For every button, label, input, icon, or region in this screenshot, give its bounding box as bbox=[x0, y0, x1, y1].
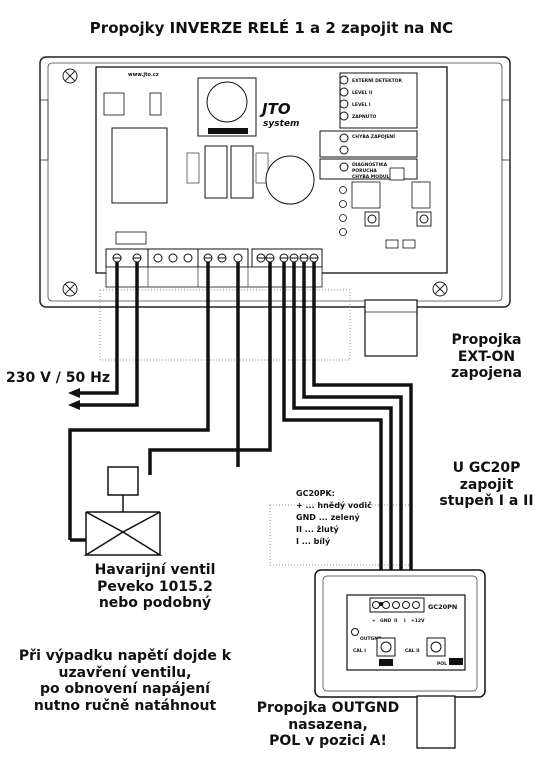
detector-terminal-block bbox=[251, 248, 323, 268]
svg-text:CAL II: CAL II bbox=[405, 648, 420, 654]
website-label: www.jto.cz bbox=[128, 72, 159, 78]
title: Propojky INVERZE RELÉ 1 a 2 zapojit na N… bbox=[89, 19, 454, 37]
svg-text:POL: POL bbox=[437, 661, 447, 667]
sensor-label: GC20PN bbox=[428, 603, 457, 611]
emergency-valve bbox=[70, 466, 163, 556]
wires bbox=[68, 262, 413, 602]
svg-text:+12V: +12V bbox=[411, 618, 425, 624]
svg-text:JTO: JTO bbox=[259, 100, 291, 118]
gc20pk-legend: GC20PK: + ... hnědý vodič GND ... zelený… bbox=[296, 489, 372, 546]
svg-text:GND: GND bbox=[380, 618, 391, 624]
svg-text:I: I bbox=[404, 618, 406, 624]
svg-text:system: system bbox=[263, 119, 299, 129]
svg-text:PORUCHA: PORUCHA bbox=[352, 168, 377, 174]
svg-text:CAL I: CAL I bbox=[353, 648, 366, 654]
gc20pn-sensor: GC20PN + GND II I +12V OUTGND CAL I CAL … bbox=[314, 569, 486, 749]
svg-text:LEVEL I: LEVEL I bbox=[352, 102, 371, 108]
svg-text:LEVEL II: LEVEL II bbox=[352, 90, 373, 96]
power-label: 230 V / 50 Hz bbox=[6, 370, 111, 386]
svg-text:OUTGND: OUTGND bbox=[360, 636, 382, 642]
svg-text:ZAPNUTO: ZAPNUTO bbox=[352, 114, 377, 120]
svg-text:CHYBA MODULU: CHYBA MODULU bbox=[352, 174, 393, 180]
svg-text:+: + bbox=[372, 618, 376, 624]
svg-text:EXTERNÍ DETEKTOR: EXTERNÍ DETEKTOR bbox=[352, 76, 402, 84]
svg-text:CHYBA ZAPOJENÍ: CHYBA ZAPOJENÍ bbox=[352, 132, 395, 140]
logo: JTO system bbox=[259, 100, 299, 129]
mains-terminal-block bbox=[105, 248, 249, 268]
svg-text:II: II bbox=[394, 618, 398, 624]
pcb: www.jto.cz JTO system bbox=[95, 66, 448, 288]
svg-text:DIAGNOSTIKA: DIAGNOSTIKA bbox=[352, 162, 388, 168]
